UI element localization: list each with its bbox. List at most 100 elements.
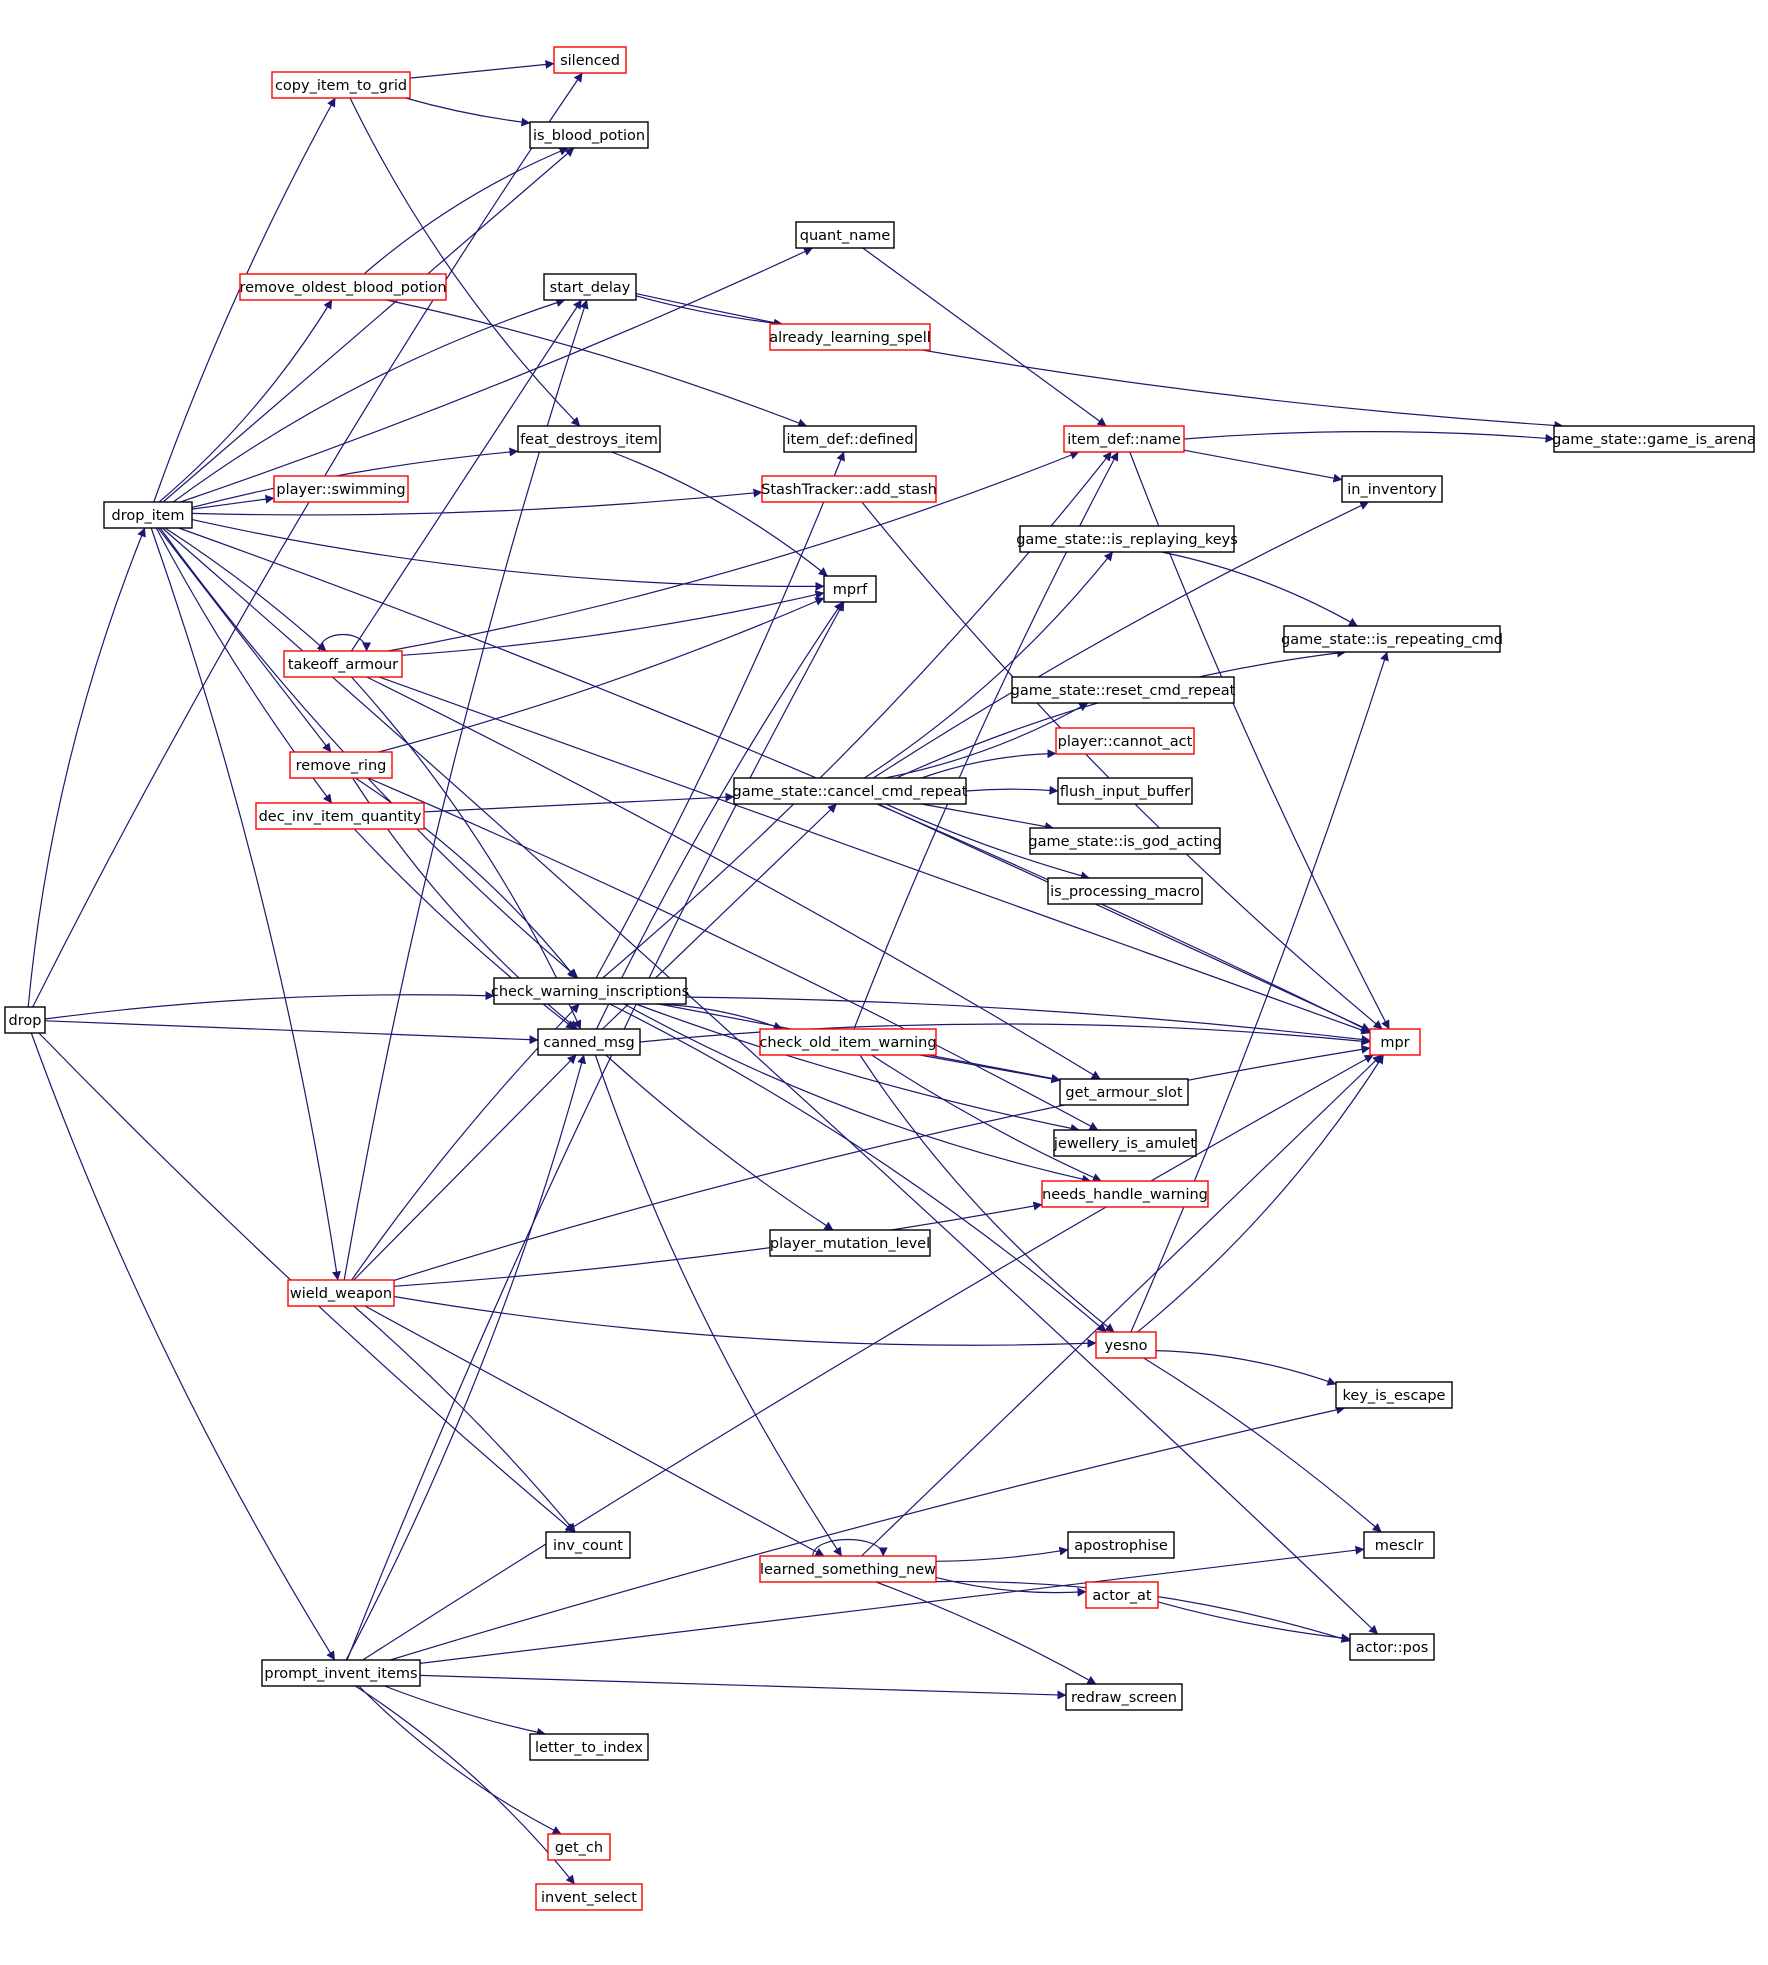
node-cancel-cmd-repeat[interactable]: game_state::cancel_cmd_repeat [733,777,968,805]
node-player-mutation-level[interactable]: player_mutation_level [769,1229,931,1257]
node-box[interactable] [1029,827,1221,855]
node-learned-something-new[interactable]: learned_something_new [759,1555,937,1583]
node-box[interactable] [1053,1129,1197,1157]
node-box[interactable] [537,1028,641,1056]
node-box[interactable] [1065,1683,1183,1711]
node-box[interactable] [1283,625,1501,653]
node-box[interactable] [1363,1531,1435,1559]
node-box[interactable] [1095,1331,1157,1359]
node-flush-input-buffer[interactable]: flush_input_buffer [1057,777,1193,805]
node-start-delay[interactable]: start_delay [543,273,637,301]
node-cannot-act[interactable]: player::cannot_act [1055,727,1195,755]
node-box[interactable] [283,650,403,678]
node-mesclr[interactable]: mesclr [1363,1531,1435,1559]
node-box[interactable] [535,1883,643,1911]
node-check-warning-inscriptions[interactable]: check_warning_inscriptions [491,977,689,1005]
node-box[interactable] [783,425,917,453]
node-key-is-escape[interactable]: key_is_escape [1335,1381,1453,1409]
node-box[interactable] [1067,1531,1175,1559]
node-copy-item-to-grid[interactable]: copy_item_to_grid [271,71,411,99]
node-add-stash[interactable]: StashTracker::add_stash [761,475,937,503]
node-box[interactable] [1059,1078,1189,1106]
node-box[interactable] [823,575,877,603]
node-box[interactable] [759,1028,937,1056]
node-is-god-acting[interactable]: game_state::is_god_acting [1028,827,1222,855]
node-box[interactable] [289,751,393,779]
node-in-inventory[interactable]: in_inventory [1341,475,1443,503]
node-get-armour-slot[interactable]: get_armour_slot [1059,1078,1189,1106]
node-box[interactable] [103,501,193,529]
node-actor-at[interactable]: actor_at [1085,1581,1159,1609]
node-box[interactable] [1085,1581,1159,1609]
node-box[interactable] [553,46,627,74]
node-box[interactable] [1041,1180,1209,1208]
node-box[interactable] [759,1555,937,1583]
node-is-blood-potion[interactable]: is_blood_potion [529,121,649,149]
node-box[interactable] [517,425,661,453]
node-box[interactable] [1335,1381,1453,1409]
node-box[interactable] [769,323,931,351]
node-dec-inv-item-quantity[interactable]: dec_inv_item_quantity [255,802,425,830]
node-inv-count[interactable]: inv_count [545,1531,631,1559]
node-drop[interactable]: drop [4,1006,46,1034]
node-invent-select[interactable]: invent_select [535,1883,643,1911]
node-needs-handle-warning[interactable]: needs_handle_warning [1041,1180,1209,1208]
node-box[interactable] [493,977,687,1005]
node-box[interactable] [529,121,649,149]
node-box[interactable] [733,777,967,805]
node-game-is-arena[interactable]: game_state::game_is_arena [1552,425,1756,453]
node-box[interactable] [1019,525,1235,553]
node-quant-name[interactable]: quant_name [795,221,895,249]
node-takeoff-armour[interactable]: takeoff_armour [283,650,403,678]
node-is-processing-macro[interactable]: is_processing_macro [1047,877,1203,905]
node-box[interactable] [547,1833,611,1861]
node-get-ch[interactable]: get_ch [547,1833,611,1861]
node-box[interactable] [271,71,411,99]
node-box[interactable] [1341,475,1443,503]
node-drop-item[interactable]: drop_item [103,501,193,529]
node-wield-weapon[interactable]: wield_weapon [287,1279,395,1307]
node-box[interactable] [1349,1633,1435,1661]
node-feat-destroys-item[interactable]: feat_destroys_item [517,425,661,453]
node-box[interactable] [529,1733,649,1761]
node-box[interactable] [255,802,425,830]
node-prompt-invent-items[interactable]: prompt_invent_items [261,1659,421,1687]
node-remove-ring[interactable]: remove_ring [289,751,393,779]
node-box[interactable] [239,273,447,301]
node-remove-oldest-blood-potion[interactable]: remove_oldest_blood_potion [239,273,447,301]
node-box[interactable] [261,1659,421,1687]
node-box[interactable] [1055,727,1195,755]
node-box[interactable] [545,1531,631,1559]
node-is-replaying-keys[interactable]: game_state::is_replaying_keys [1016,525,1238,553]
node-box[interactable] [543,273,637,301]
node-apostrophise[interactable]: apostrophise [1067,1531,1175,1559]
node-mprf[interactable]: mprf [823,575,877,603]
node-reset-cmd-repeat[interactable]: game_state::reset_cmd_repeat [1011,676,1236,704]
node-box[interactable] [1553,425,1755,453]
node-box[interactable] [4,1006,46,1034]
node-box[interactable] [761,475,937,503]
node-box[interactable] [287,1279,395,1307]
node-box[interactable] [1063,425,1185,453]
node-player-swimming[interactable]: player::swimming [273,475,409,503]
node-box[interactable] [1011,676,1235,704]
node-actor-pos[interactable]: actor::pos [1349,1633,1435,1661]
node-yesno[interactable]: yesno [1095,1331,1157,1359]
node-check-old-item-warning[interactable]: check_old_item_warning [759,1028,937,1056]
node-box[interactable] [1057,777,1193,805]
node-letter-to-index[interactable]: letter_to_index [529,1733,649,1761]
node-box[interactable] [1047,877,1203,905]
node-is-repeating-cmd[interactable]: game_state::is_repeating_cmd [1281,625,1503,653]
node-silenced[interactable]: silenced [553,46,627,74]
node-box[interactable] [795,221,895,249]
node-box[interactable] [273,475,409,503]
node-already-learning-spell[interactable]: already_learning_spell [769,323,931,351]
node-item-def-name[interactable]: item_def::name [1063,425,1185,453]
node-redraw-screen[interactable]: redraw_screen [1065,1683,1183,1711]
node-box[interactable] [1369,1028,1421,1056]
node-canned-msg[interactable]: canned_msg [537,1028,641,1056]
node-item-def-defined[interactable]: item_def::defined [783,425,917,453]
node-mpr[interactable]: mpr [1369,1028,1421,1056]
node-box[interactable] [769,1229,931,1257]
node-jewellery-is-amulet[interactable]: jewellery_is_amulet [1053,1129,1197,1157]
